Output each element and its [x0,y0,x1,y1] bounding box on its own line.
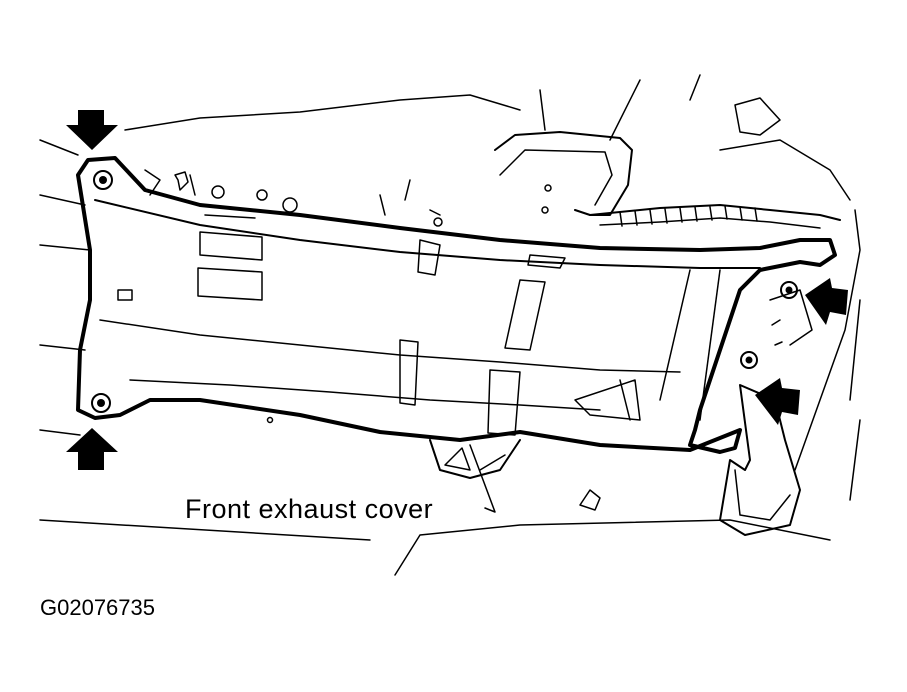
arrow-icon [755,378,800,425]
front-exhaust-cover [76,156,837,454]
label-leader-line [469,444,496,513]
arrow-icon [66,110,118,150]
bolt-icon [780,281,798,299]
figure-code: G02076735 [40,595,155,620]
part-label: Front exhaust cover [185,494,433,524]
arrow-icon [66,428,118,470]
tunnel-bracket [379,131,633,216]
exhaust-pipe [589,204,841,229]
arrow-icon [805,278,848,325]
bolt-icon [740,351,758,369]
bolt-icon [91,393,111,413]
right-bracket [719,289,813,536]
vehicle-underbody-lines [39,74,861,576]
bolt-icon [93,170,113,190]
lower-bracket [429,439,521,479]
